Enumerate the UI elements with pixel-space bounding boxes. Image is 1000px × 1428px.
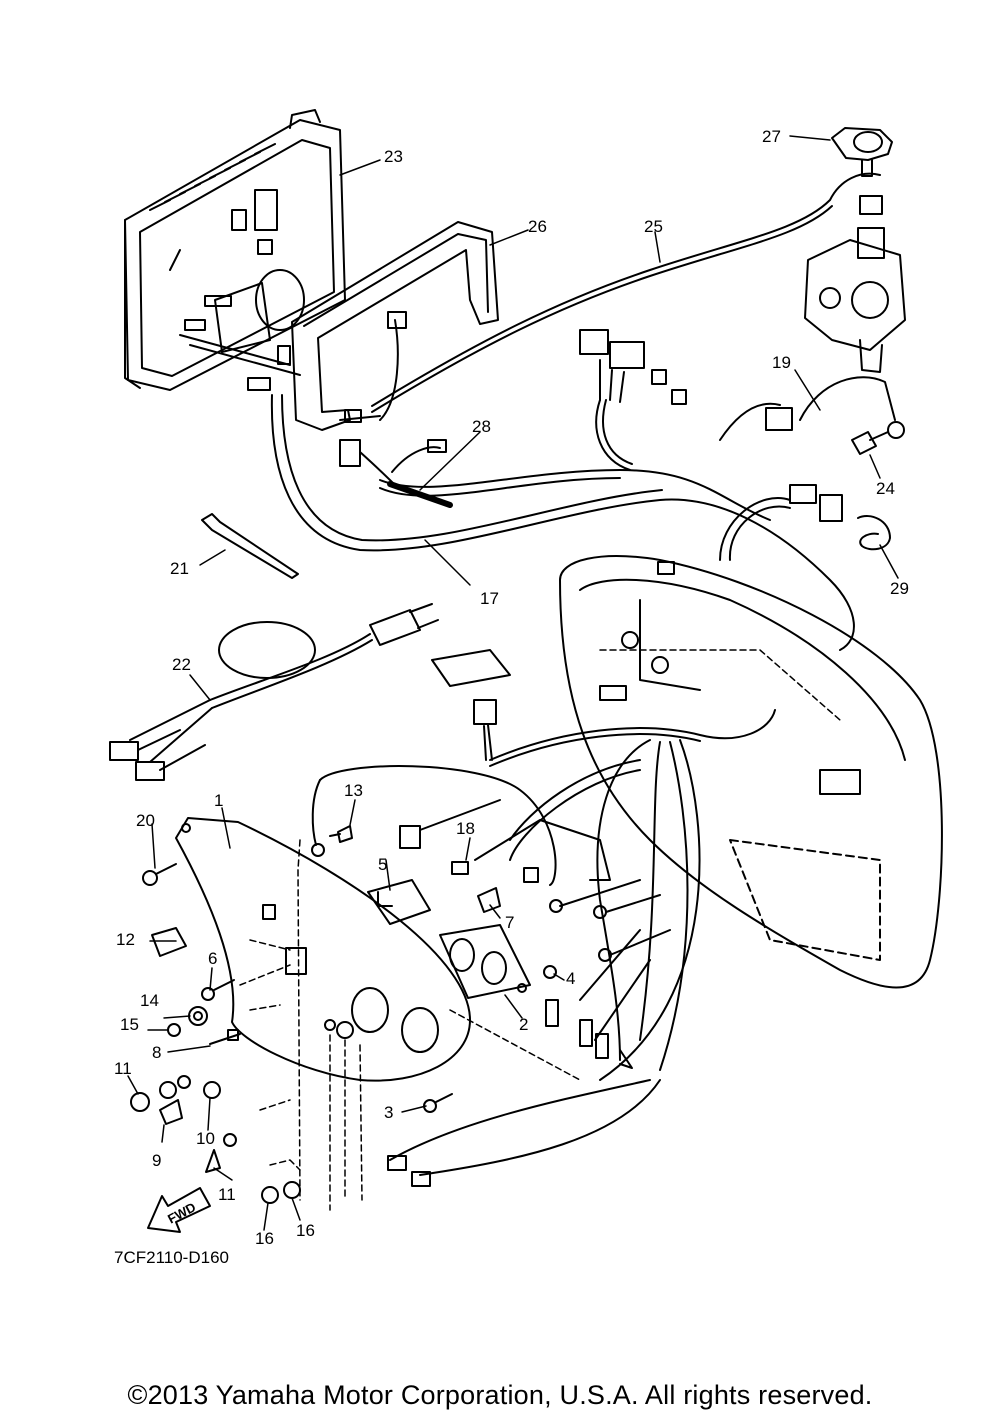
callout-23: 23 [384, 147, 403, 166]
fwd-label: FWD [165, 1199, 198, 1226]
callout-14: 14 [140, 991, 159, 1010]
control-panel-plate [175, 817, 471, 1082]
callout-1: 1 [214, 791, 224, 810]
dc-cord [109, 603, 439, 781]
callout-2: 2 [519, 1015, 529, 1034]
callout-8: 8 [152, 1043, 162, 1062]
callout-16-left: 16 [255, 1229, 274, 1248]
pad [431, 649, 511, 687]
inverter-unit [124, 109, 346, 391]
callout-6: 6 [208, 949, 218, 968]
callout-28: 28 [472, 417, 491, 436]
screw-13 [329, 825, 353, 843]
callout-12: 12 [116, 930, 135, 949]
callout-24: 24 [876, 479, 895, 498]
screw-6 [201, 979, 235, 1001]
relay-7 [477, 887, 501, 913]
screw-3 [423, 1093, 453, 1113]
carburetor [804, 227, 906, 373]
callout-21: 21 [170, 559, 189, 578]
washer-14 [188, 1006, 208, 1026]
sensor-lead [371, 172, 883, 413]
long-harness [270, 376, 905, 651]
main-harness [339, 311, 793, 521]
callout-10: 10 [196, 1129, 215, 1148]
callout-25: 25 [644, 217, 663, 236]
generator-cover [559, 555, 943, 989]
callout-22: 22 [172, 655, 191, 674]
fuse-8 [209, 1029, 241, 1045]
fwd-arrow: FWD [147, 1187, 211, 1233]
nut-4 [543, 965, 557, 979]
cable-tie [201, 513, 299, 579]
bolt-24 [851, 431, 889, 455]
callout-7: 7 [505, 913, 515, 932]
callout-18: 18 [456, 819, 475, 838]
callout-4: 4 [566, 969, 576, 988]
construction-lines [239, 649, 841, 1211]
callout-29: 29 [890, 579, 909, 598]
callout-17: 17 [480, 589, 499, 608]
callout-16-right: 16 [296, 1221, 315, 1240]
screw-20 [142, 863, 177, 886]
leader-lines [127, 135, 899, 1231]
callout-9: 9 [152, 1151, 162, 1170]
callout-11-left: 11 [114, 1059, 132, 1078]
diagram-code: 7CF2110-D160 [114, 1248, 229, 1267]
switch-5 [367, 879, 431, 925]
panel-harness [311, 699, 776, 1187]
lamp-set [130, 1075, 301, 1204]
callout-15: 15 [120, 1015, 139, 1034]
clamp-29 [857, 515, 891, 551]
callout-19: 19 [772, 353, 791, 372]
callout-3: 3 [384, 1103, 394, 1122]
sensor-part [831, 127, 893, 177]
frame-bracket [291, 221, 499, 431]
callout-13: 13 [344, 781, 363, 800]
copyright-notice: ©2013 Yamaha Motor Corporation, U.S.A. A… [127, 1380, 873, 1410]
callout-20: 20 [136, 811, 155, 830]
callout-26: 26 [528, 217, 547, 236]
callout-27: 27 [762, 127, 781, 146]
receptacle [439, 924, 531, 999]
callout-11-lower: 11 [218, 1185, 236, 1204]
cap-12 [151, 927, 187, 957]
nut-15 [167, 1023, 181, 1037]
callout-5: 5 [378, 855, 388, 874]
